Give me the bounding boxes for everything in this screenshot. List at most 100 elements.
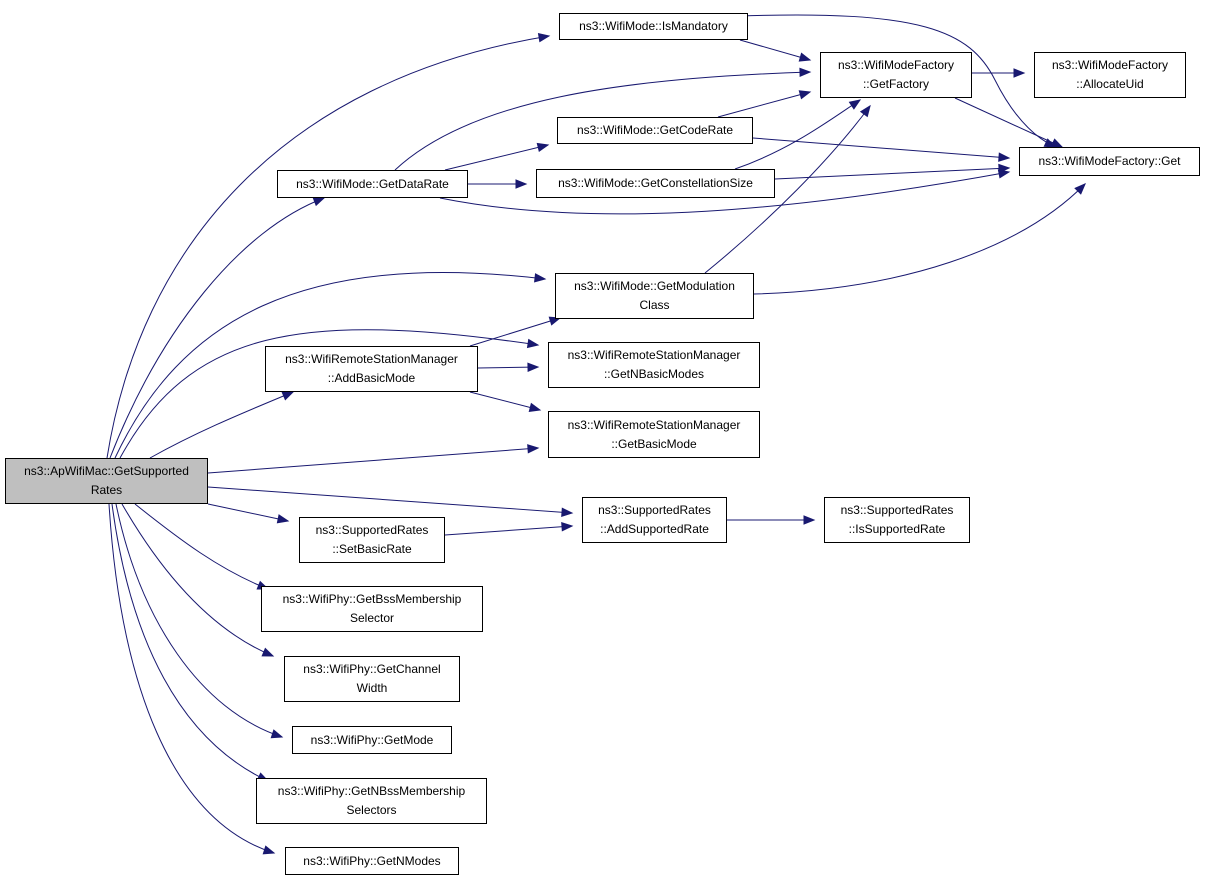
node-wifimodefactory-get[interactable]: ns3::WifiModeFactory::Get	[1019, 147, 1200, 176]
edge-add_basic_mode-to-get_basic_mode	[469, 391, 542, 412]
node-label-line1: ns3::SupportedRates	[315, 523, 429, 537]
node-supportedrates-addsupportedrate[interactable]: ns3::SupportedRates::AddSupportedRate	[582, 497, 727, 543]
edge-arrowhead	[527, 362, 540, 372]
edge-arrowhead	[281, 391, 295, 401]
edge-arrowhead	[536, 142, 550, 153]
node-label-line1: ns3::SupportedRates	[840, 503, 954, 517]
edge-arrowhead	[1074, 183, 1086, 195]
edge-get_data_rate-to-get_code_rate	[444, 142, 550, 171]
node-label-line1: ns3::WifiPhy::GetChannel	[303, 662, 441, 676]
edge-get_modulation-to-factory_get	[753, 183, 1086, 295]
edge-line	[115, 503, 283, 738]
edge-line	[444, 525, 573, 536]
edge-root-to-get_basic_mode	[207, 444, 540, 474]
node-label-line1: ns3::WifiMode::GetDataRate	[296, 176, 449, 191]
node-label-line1: ns3::WifiMode::GetModulation	[574, 279, 735, 293]
edge-line	[439, 171, 1010, 215]
node-supportedrates-issupportedrate[interactable]: ns3::SupportedRates::IsSupportedRate	[824, 497, 970, 543]
edge-arrowhead	[561, 521, 574, 532]
edge-arrowhead	[799, 67, 812, 78]
edge-line	[954, 97, 1063, 148]
edge-get_code_rate-to-get_factory	[717, 90, 812, 118]
node-label-line1: ns3::WifiPhy::GetNModes	[303, 853, 441, 868]
node-wifimodefactory-getfactory[interactable]: ns3::WifiModeFactory::GetFactory	[820, 52, 972, 98]
edge-arrowhead	[798, 90, 812, 100]
edge-root-to-is_mandatory	[106, 33, 551, 459]
edge-root-to-get_bss_membership	[134, 503, 270, 590]
edge-line	[394, 71, 811, 171]
node-label-line2: ::IsSupportedRate	[848, 522, 946, 536]
edge-line	[119, 329, 539, 459]
node-wifimode-ismandatory[interactable]: ns3::WifiMode::IsMandatory	[559, 13, 748, 40]
node-wifimode-getdatarate[interactable]: ns3::WifiMode::GetDataRate	[277, 170, 468, 198]
node-label-line2: ::GetFactory	[862, 77, 929, 91]
node-label-line2: ::AddBasicMode	[327, 371, 416, 385]
edge-arrowhead	[803, 515, 816, 525]
edge-get_data_rate-to-get_factory	[394, 67, 812, 171]
edge-root-to-add_supported_rate	[207, 486, 574, 518]
edge-arrowhead	[561, 507, 574, 518]
node-label-line2: Rates	[90, 483, 123, 497]
edge-line	[734, 99, 861, 170]
edge-line	[717, 91, 811, 118]
edge-arrowhead	[526, 338, 540, 349]
node-wifimode-getcoderate[interactable]: ns3::WifiMode::GetCodeRate	[557, 117, 753, 144]
edge-line	[704, 105, 871, 274]
node-wifiremotestationmanager-getnbasicmodes[interactable]: ns3::WifiRemoteStationManager::GetNBasic…	[548, 342, 760, 388]
edge-line	[752, 137, 1010, 159]
node-label-line1: ns3::WifiRemoteStationManager	[567, 348, 741, 362]
node-label-line1: ns3::WifiModeFactory::Get	[1038, 154, 1181, 168]
edge-arrowhead	[998, 163, 1011, 174]
edge-arrowhead	[528, 402, 542, 412]
edge-root-to-get_mode	[115, 503, 284, 739]
node-wifimodefactory-allocateuid[interactable]: ns3::WifiModeFactory::AllocateUid	[1034, 52, 1186, 98]
node-label-line2: Width	[356, 681, 388, 695]
node-wifimode-getconstellationsize[interactable]: ns3::WifiMode::GetConstellationSize	[536, 169, 775, 198]
node-label-line2: ::AddSupportedRate	[600, 522, 709, 536]
edge-line	[134, 503, 269, 590]
edge-line	[149, 391, 294, 459]
node-wifiphy-getnmodes[interactable]: ns3::WifiPhy::GetNModes	[285, 847, 459, 875]
edge-arrowhead	[527, 444, 540, 454]
edge-is_mandatory-to-get_factory	[739, 39, 812, 62]
node-wifiphy-getmode[interactable]: ns3::WifiPhy::GetMode	[292, 726, 452, 754]
edge-get_factory-to-factory_get	[954, 97, 1064, 148]
edge-line	[109, 197, 325, 459]
edge-add_basic_mode-to-get_modulation	[469, 316, 562, 347]
node-wifiremotestationmanager-addbasicmode[interactable]: ns3::WifiRemoteStationManager::AddBasicM…	[265, 346, 478, 392]
edge-line	[739, 39, 811, 61]
node-label-line1: ns3::WifiModeFactory	[1051, 58, 1169, 72]
edge-line	[207, 486, 573, 514]
node-label-line1: ns3::WifiPhy::GetMode	[310, 732, 434, 747]
edge-arrowhead	[1013, 68, 1026, 78]
edge-arrowhead	[848, 99, 862, 110]
edge-line	[469, 391, 541, 411]
edge-arrowhead	[998, 152, 1011, 162]
edge-arrowhead	[262, 845, 276, 855]
edge-line	[114, 272, 546, 459]
node-label-line2: ::GetNBasicModes	[603, 367, 705, 381]
node-label-line1: ns3::WifiPhy::GetNBssMembership	[277, 784, 466, 798]
edge-arrowhead	[798, 52, 812, 62]
node-supportedrates-setbasicrate[interactable]: ns3::SupportedRates::SetBasicRate	[299, 517, 445, 563]
edge-get_modulation-to-get_factory	[704, 104, 871, 274]
node-wifiremotestationmanager-getbasicmode[interactable]: ns3::WifiRemoteStationManager::GetBasicM…	[548, 411, 760, 458]
edge-get_constellation-to-factory_get	[774, 163, 1011, 180]
node-label-line2: Selector	[349, 611, 394, 625]
edge-arrowhead	[270, 729, 284, 739]
edge-arrowhead	[859, 104, 871, 118]
edge-line	[207, 447, 539, 474]
edge-arrowhead	[276, 514, 290, 524]
edge-line	[106, 35, 550, 459]
edge-arrowhead	[534, 273, 547, 283]
edge-root-to-set_basic_rate	[207, 503, 290, 524]
edge-root-to-get_channel_width	[121, 503, 275, 657]
node-label-line2: ::SetBasicRate	[332, 542, 412, 556]
edge-line	[469, 317, 561, 347]
